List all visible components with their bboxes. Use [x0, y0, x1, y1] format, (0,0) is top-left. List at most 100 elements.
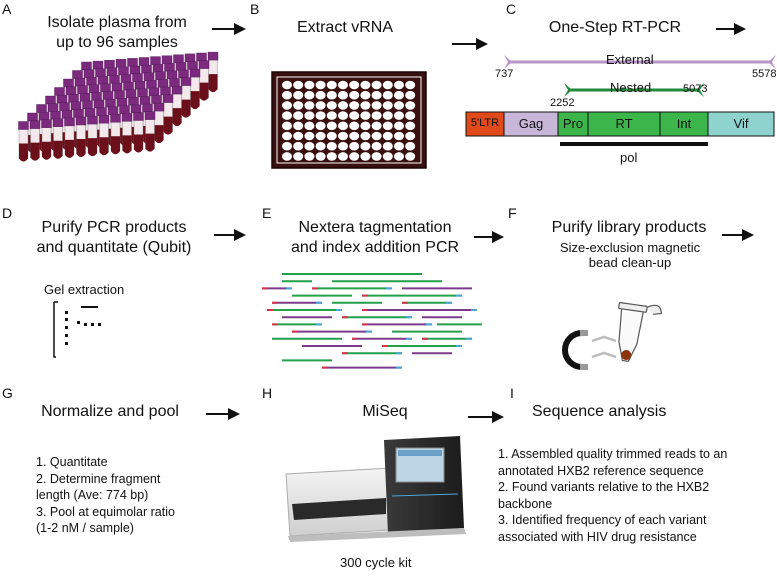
panel-label-e: E	[262, 205, 272, 221]
plate-well	[338, 152, 348, 161]
plate-well	[326, 90, 337, 100]
plate-well	[382, 111, 393, 120]
panel-label-g: G	[2, 385, 13, 401]
plate-well	[326, 131, 337, 141]
panel-f-subtitle-line1: Size-exclusion magnetic	[559, 240, 701, 255]
plate-well	[349, 111, 360, 120]
gene-label-gag: Gag	[518, 116, 544, 131]
plate-well	[405, 80, 416, 90]
gene-vif	[707, 111, 775, 137]
bead-pellet	[621, 349, 632, 360]
plate-well	[304, 90, 315, 100]
plate-well	[349, 121, 360, 131]
plate-well	[315, 80, 326, 90]
sample-tube	[198, 60, 210, 101]
panel-h-title: MiSeq	[362, 403, 408, 420]
plate-well	[349, 152, 360, 161]
gene-pro	[557, 111, 589, 137]
gel-illustration	[53, 301, 101, 358]
plate-well	[326, 152, 337, 161]
plate-well	[394, 111, 404, 120]
pol-label: pol	[620, 150, 638, 165]
plate-well	[349, 90, 360, 100]
attraction-arrow-top	[591, 335, 617, 343]
panel-i-step: 2. Found variants relative to the HXB2	[498, 480, 710, 494]
plate-well	[394, 101, 404, 110]
panel-label-f: F	[508, 205, 517, 221]
panel-i-step: annotated HXB2 reference sequence	[498, 463, 704, 478]
plate-well	[315, 121, 326, 131]
plate-well	[382, 152, 393, 161]
plate-well	[293, 141, 304, 151]
plate-well	[282, 80, 292, 90]
plate-well	[360, 101, 371, 110]
panel-i-steps: 1. Assembled quality trimmed reads to an…	[498, 446, 727, 545]
attraction-arrow-bottom	[591, 351, 617, 359]
plate-well	[338, 80, 348, 90]
sample-tube	[75, 116, 87, 157]
arrow-a-to-b	[212, 22, 246, 36]
plate-well	[405, 101, 416, 110]
panel-label-b: B	[250, 1, 260, 17]
plate-well	[304, 111, 315, 120]
nested-label: Nested	[610, 80, 652, 95]
miseq-base	[288, 528, 466, 542]
gel-extraction-caption: Gel extraction	[44, 282, 125, 297]
arrow-d-to-e	[214, 228, 246, 242]
plate-well	[382, 80, 393, 90]
panel-e-title: Nextera tagmentation and index addition …	[270, 218, 480, 258]
plate-well	[382, 90, 393, 100]
sample-tube	[87, 115, 98, 157]
plate-well	[293, 111, 304, 120]
plate-well	[293, 90, 304, 100]
tagmented-reads-illustration	[262, 273, 482, 369]
plate-well	[282, 90, 292, 100]
panel-f-subtitle: Size-exclusion magnetic bead clean-up	[540, 240, 720, 270]
plate-well	[360, 121, 371, 131]
sample-tube	[171, 85, 183, 127]
panel-i-step: 3. Identified frequency of each variant	[498, 513, 707, 527]
plate-well	[338, 111, 348, 120]
panel-label-d: D	[2, 205, 13, 221]
panel-h-caption: 300 cycle kit	[340, 555, 412, 570]
arrow-b-to-c	[452, 37, 488, 51]
plate-well	[326, 111, 337, 120]
plate-well	[360, 90, 371, 100]
plate-well	[405, 141, 416, 151]
plate-well	[371, 101, 382, 110]
arrow-h-to-i	[468, 410, 504, 424]
plate-well	[405, 90, 416, 100]
sample-tube	[64, 117, 75, 158]
plate-well	[293, 80, 304, 90]
plate-well	[405, 152, 416, 161]
gel-frame	[53, 302, 56, 358]
nested-end-position: 5073	[683, 83, 708, 95]
plate-well	[304, 101, 315, 110]
plate-well	[315, 141, 326, 151]
plate-well	[282, 141, 292, 151]
sample-tube	[180, 77, 192, 118]
plate-well	[315, 152, 326, 161]
sample-tube	[98, 115, 110, 156]
plate-well	[326, 101, 337, 110]
magnet-icon	[562, 330, 583, 370]
sample-tube	[162, 94, 174, 135]
plate-well	[349, 80, 360, 90]
96-well-plate	[271, 71, 427, 169]
plate-well	[349, 101, 360, 110]
gene-label-pro: Pro	[562, 116, 584, 131]
panel-i-title: Sequence analysis	[532, 403, 667, 420]
plate-well	[360, 111, 371, 120]
panel-d-title-line2: and quantitate (Qubit)	[36, 239, 192, 256]
panel-f-subtitle-line2: bead clean-up	[588, 255, 672, 270]
panel-g-step: length (Ave: 774 bp)	[36, 488, 149, 502]
plate-well	[304, 131, 315, 141]
plate-well	[326, 141, 337, 151]
plate-well	[371, 131, 382, 141]
plate-well	[304, 80, 315, 90]
plate-well	[282, 121, 292, 131]
plate-well	[315, 131, 326, 141]
plate-well	[382, 131, 393, 141]
external-label: External	[606, 52, 654, 67]
sample-tube	[18, 121, 29, 162]
